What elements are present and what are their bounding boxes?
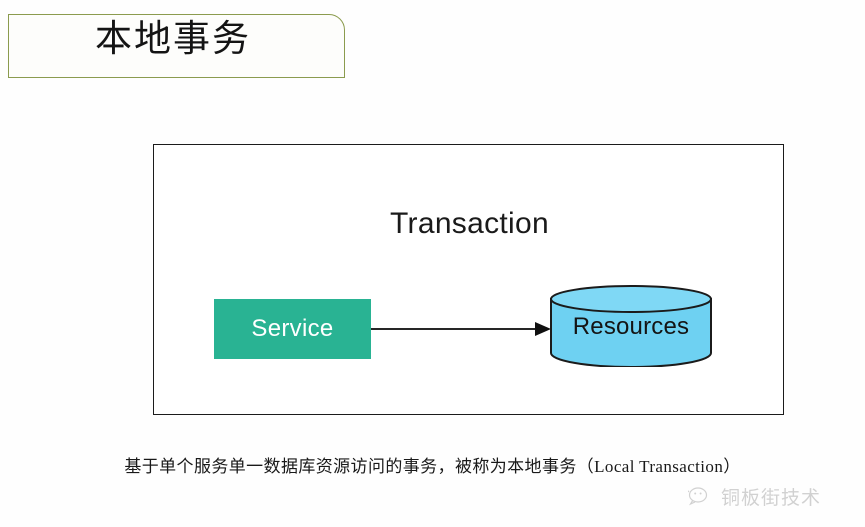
- resources-database-icon: [550, 285, 712, 367]
- service-node-label: Service: [251, 315, 334, 342]
- slide-caption: 基于单个服务单一数据库资源访问的事务，被称为本地事务（Local Transac…: [124, 457, 741, 476]
- title-plate: [8, 14, 345, 78]
- wechat-icon: [688, 486, 708, 505]
- watermark: 铜板街技术: [688, 483, 821, 510]
- transaction-label: Transaction: [390, 207, 549, 240]
- watermark-label: 铜板街技术: [721, 488, 822, 509]
- service-to-resources-arrow: [371, 322, 551, 336]
- service-node: Service: [214, 299, 371, 359]
- page-title: 本地事务: [95, 19, 251, 60]
- transaction-boundary-box: Transaction Service Resources: [153, 144, 784, 415]
